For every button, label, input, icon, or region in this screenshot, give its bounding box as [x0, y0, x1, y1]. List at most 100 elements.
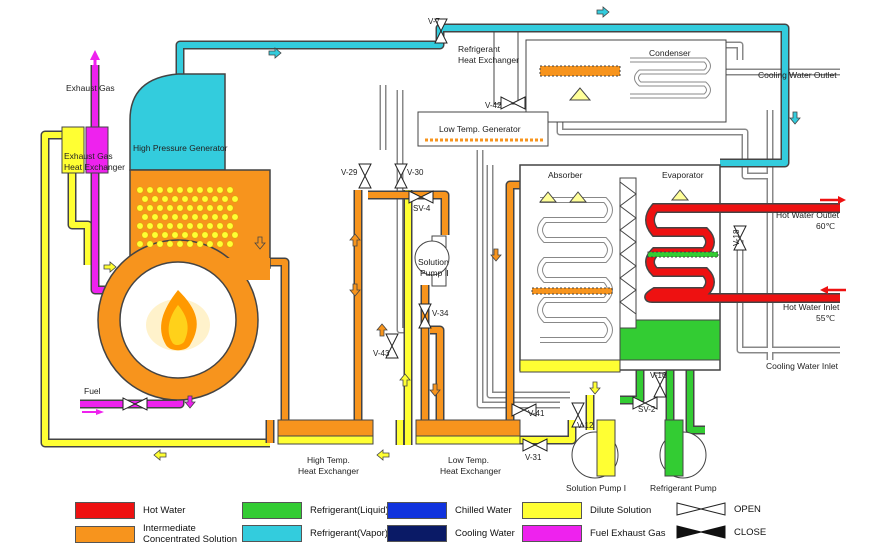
legend-label: Dilute Solution	[590, 505, 652, 516]
tube-dot	[176, 204, 184, 212]
valve-label-v16: V-16	[650, 371, 667, 380]
hot-water-inlet-temp: 55℃	[816, 313, 835, 323]
flow-arrow-icon	[184, 395, 196, 409]
tube-dot	[156, 240, 164, 248]
tube-dot	[156, 186, 164, 194]
tube-dot	[191, 195, 199, 203]
valve-sv4-open-icon	[408, 190, 434, 204]
solution-pump-1: Solution Pump Ⅰ	[566, 419, 626, 493]
legend-swatch	[75, 525, 135, 543]
tube-dot	[141, 231, 149, 239]
cooling-water-inlet-label: Cooling Water Inlet	[766, 361, 839, 371]
refrigerant-heat-exchanger: Refrigerant Heat Exchanger	[458, 31, 519, 105]
valve-v29-open-icon	[358, 163, 372, 189]
flow-arrow-icon	[589, 381, 601, 395]
tube-dot	[181, 231, 189, 239]
flow-arrow-icon	[349, 283, 361, 297]
flow-arrow-icon	[399, 373, 411, 387]
tube-dot	[156, 222, 164, 230]
ht-hx-label-2: Heat Exchanger	[298, 466, 359, 476]
tube-dot	[186, 186, 194, 194]
solution-pump-1-label: Solution Pump Ⅰ	[566, 483, 626, 493]
tube-dot	[201, 213, 209, 221]
tube-dot	[206, 204, 214, 212]
tube-dot	[136, 222, 144, 230]
hot-water-outlet-label: Hot Water Outlet	[776, 210, 840, 220]
tube-dot	[161, 231, 169, 239]
valve-label-v31: V-31	[525, 453, 542, 462]
tube-dot	[231, 195, 239, 203]
tube-dot	[196, 204, 204, 212]
tube-dot	[171, 213, 179, 221]
tube-dot	[146, 240, 154, 248]
legend-label: Refrigerant(Liquid)	[310, 505, 389, 516]
flow-arrow-icon	[254, 236, 266, 250]
exhaust-gas-heat-exchanger: Exhaust Gas Heat Exchanger	[61, 126, 125, 174]
tube-dot	[146, 204, 154, 212]
solution-pump-2: Solution Pump Ⅱ	[414, 235, 450, 287]
tube-dot	[226, 186, 234, 194]
legend-fuel-exhaust-gas: Fuel Exhaust Gas	[522, 525, 666, 542]
legend-label: Refrigerant(Vapor)	[310, 528, 388, 539]
tube-dot	[146, 186, 154, 194]
tube-dot	[201, 195, 209, 203]
legend-label: OPEN	[734, 503, 761, 515]
tube-dot	[211, 213, 219, 221]
hot-water-outlet-temp: 60℃	[816, 221, 835, 231]
lt-hx-label-2: Heat Exchanger	[440, 466, 501, 476]
tube-dot	[211, 231, 219, 239]
tube-dot	[206, 222, 214, 230]
hp-generator-label: High Pressure Generator	[133, 143, 228, 153]
hot-water-inlet-arrow-icon	[820, 286, 846, 294]
legend-open: OPEN	[676, 502, 761, 516]
tube-dot	[176, 186, 184, 194]
fuel-arrow-icon	[82, 409, 104, 415]
tube-dot	[161, 213, 169, 221]
flow-arrow-icon	[268, 47, 282, 59]
high-temp-heat-exchanger: High Temp. Heat Exchanger	[277, 419, 374, 476]
tube-dot	[136, 240, 144, 248]
absorber-coil	[531, 191, 613, 343]
tube-dot	[216, 186, 224, 194]
legend-intermediate-solution: Intermediate Concentrated Solution	[75, 523, 237, 545]
valve-v7-open-icon	[434, 18, 448, 44]
legend-hot-water: Hot Water	[75, 502, 185, 519]
valve-v12-open-icon	[571, 402, 585, 428]
tube-dot	[181, 213, 189, 221]
tube-dot	[216, 240, 224, 248]
tube-dot	[221, 213, 229, 221]
valve-label-v42: V-42	[485, 101, 502, 110]
tube-dot	[231, 213, 239, 221]
tube-dot	[141, 213, 149, 221]
tube-dot	[166, 204, 174, 212]
tube-dot	[186, 222, 194, 230]
valve-v31-open-icon	[522, 438, 548, 452]
tube-dot	[196, 240, 204, 248]
valve-label-sv2: SV-2	[638, 405, 656, 414]
closed-valve-icon	[676, 525, 726, 539]
tube-dot	[156, 204, 164, 212]
legend-swatch	[522, 502, 582, 519]
tube-dot	[181, 195, 189, 203]
tube-dot	[166, 222, 174, 230]
tube-dot	[166, 240, 174, 248]
legend-swatch	[387, 525, 447, 542]
valve-label-v30: V-30	[407, 168, 424, 177]
evaporator-label: Evaporator	[662, 170, 704, 180]
legend-dilute-solution: Dilute Solution	[522, 502, 651, 519]
lt-hx-label-1: Low Temp.	[448, 455, 489, 465]
tube-dot	[161, 195, 169, 203]
exhaust-hx-label-1: Exhaust Gas	[64, 151, 113, 161]
high-pressure-generator: High Pressure Generator	[97, 73, 271, 401]
tube-dot	[146, 222, 154, 230]
tube-dot	[191, 213, 199, 221]
tube-dot	[201, 231, 209, 239]
tube-dot	[171, 195, 179, 203]
flow-arrow-icon	[490, 248, 502, 262]
tube-dot	[206, 186, 214, 194]
tube-dot	[151, 231, 159, 239]
flow-arrow-icon	[349, 233, 361, 247]
valve-label-sv4: SV-4	[413, 204, 431, 213]
tube-dot	[216, 204, 224, 212]
